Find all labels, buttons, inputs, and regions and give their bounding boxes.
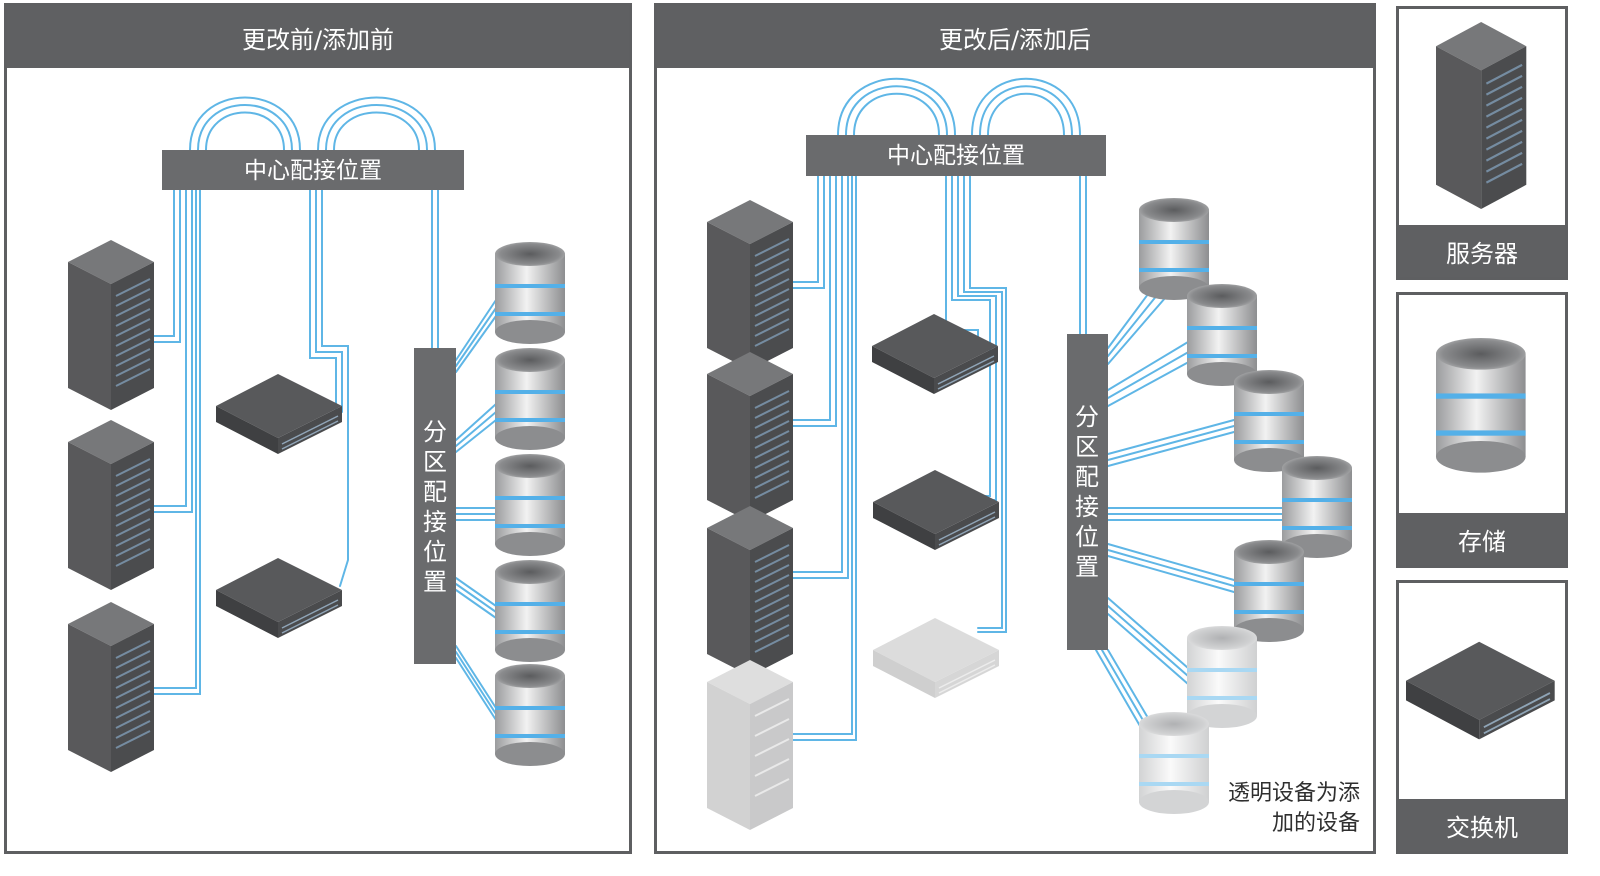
after-server-1	[706, 199, 794, 371]
before-switch-1	[215, 373, 343, 455]
legend-storage-label: 存储	[1399, 513, 1565, 565]
before-zone-label: 分 区 配 接 位 置	[423, 418, 447, 596]
after-zone-bar	[1067, 334, 1108, 650]
svg-text:分: 分	[423, 418, 447, 446]
before-storage-5	[495, 664, 565, 766]
svg-text:置: 置	[423, 568, 447, 596]
after-storage-3	[1234, 370, 1304, 472]
after-server-added	[706, 659, 794, 831]
svg-text:配: 配	[1075, 463, 1099, 491]
before-zone-bar	[414, 348, 456, 664]
svg-text:接: 接	[1075, 493, 1099, 521]
storage-cylinder-icon	[1436, 338, 1526, 473]
after-server-2	[706, 351, 794, 523]
network-switch-icon	[1405, 640, 1556, 741]
after-storage-added-2	[1139, 712, 1209, 814]
before-storage-3	[495, 454, 565, 556]
before-server-3	[67, 601, 155, 773]
before-storage-4	[495, 560, 565, 662]
after-hub-label: 中心配接位置	[887, 143, 1025, 169]
before-switch-2	[215, 557, 343, 639]
legend-server-label: 服务器	[1399, 225, 1565, 277]
after-storage-1	[1139, 198, 1209, 300]
svg-text:分: 分	[1075, 403, 1099, 431]
after-storage-5	[1234, 540, 1304, 642]
before-hub-label: 中心配接位置	[244, 158, 382, 184]
svg-text:位: 位	[423, 538, 447, 566]
after-switch-1	[871, 313, 999, 395]
after-server-3	[706, 505, 794, 677]
svg-text:接: 接	[423, 508, 447, 536]
legend-switch-label: 交换机	[1399, 799, 1565, 851]
server-rack-icon	[1434, 20, 1528, 211]
after-zone-label: 分 区 配 接 位 置	[1075, 403, 1099, 581]
before-server-1	[67, 239, 155, 411]
before-storage-2	[495, 348, 565, 450]
after-hub-bar	[806, 135, 1106, 176]
before-server-2	[67, 419, 155, 591]
after-switch-added	[872, 617, 1000, 699]
before-cables	[149, 96, 497, 721]
note-line-2: 加的设备	[1271, 811, 1360, 836]
svg-text:位: 位	[1075, 523, 1099, 551]
after-storage-added-1	[1187, 626, 1257, 728]
note-line-1: 透明设备为添	[1227, 781, 1360, 806]
before-storage-1	[495, 242, 565, 344]
added-devices-note: 透明设备为添 加的设备	[1228, 779, 1360, 839]
after-switch-2	[872, 469, 1000, 551]
after-panel-title: 更改后/添加后	[657, 6, 1373, 68]
before-panel-title: 更改前/添加前	[7, 6, 629, 68]
svg-text:区: 区	[423, 448, 447, 476]
svg-text:配: 配	[423, 478, 447, 506]
after-storage-2	[1187, 284, 1257, 386]
svg-text:区: 区	[1075, 433, 1099, 461]
before-hub-bar	[162, 150, 464, 190]
after-storage-4	[1282, 456, 1352, 558]
svg-text:置: 置	[1075, 553, 1099, 581]
